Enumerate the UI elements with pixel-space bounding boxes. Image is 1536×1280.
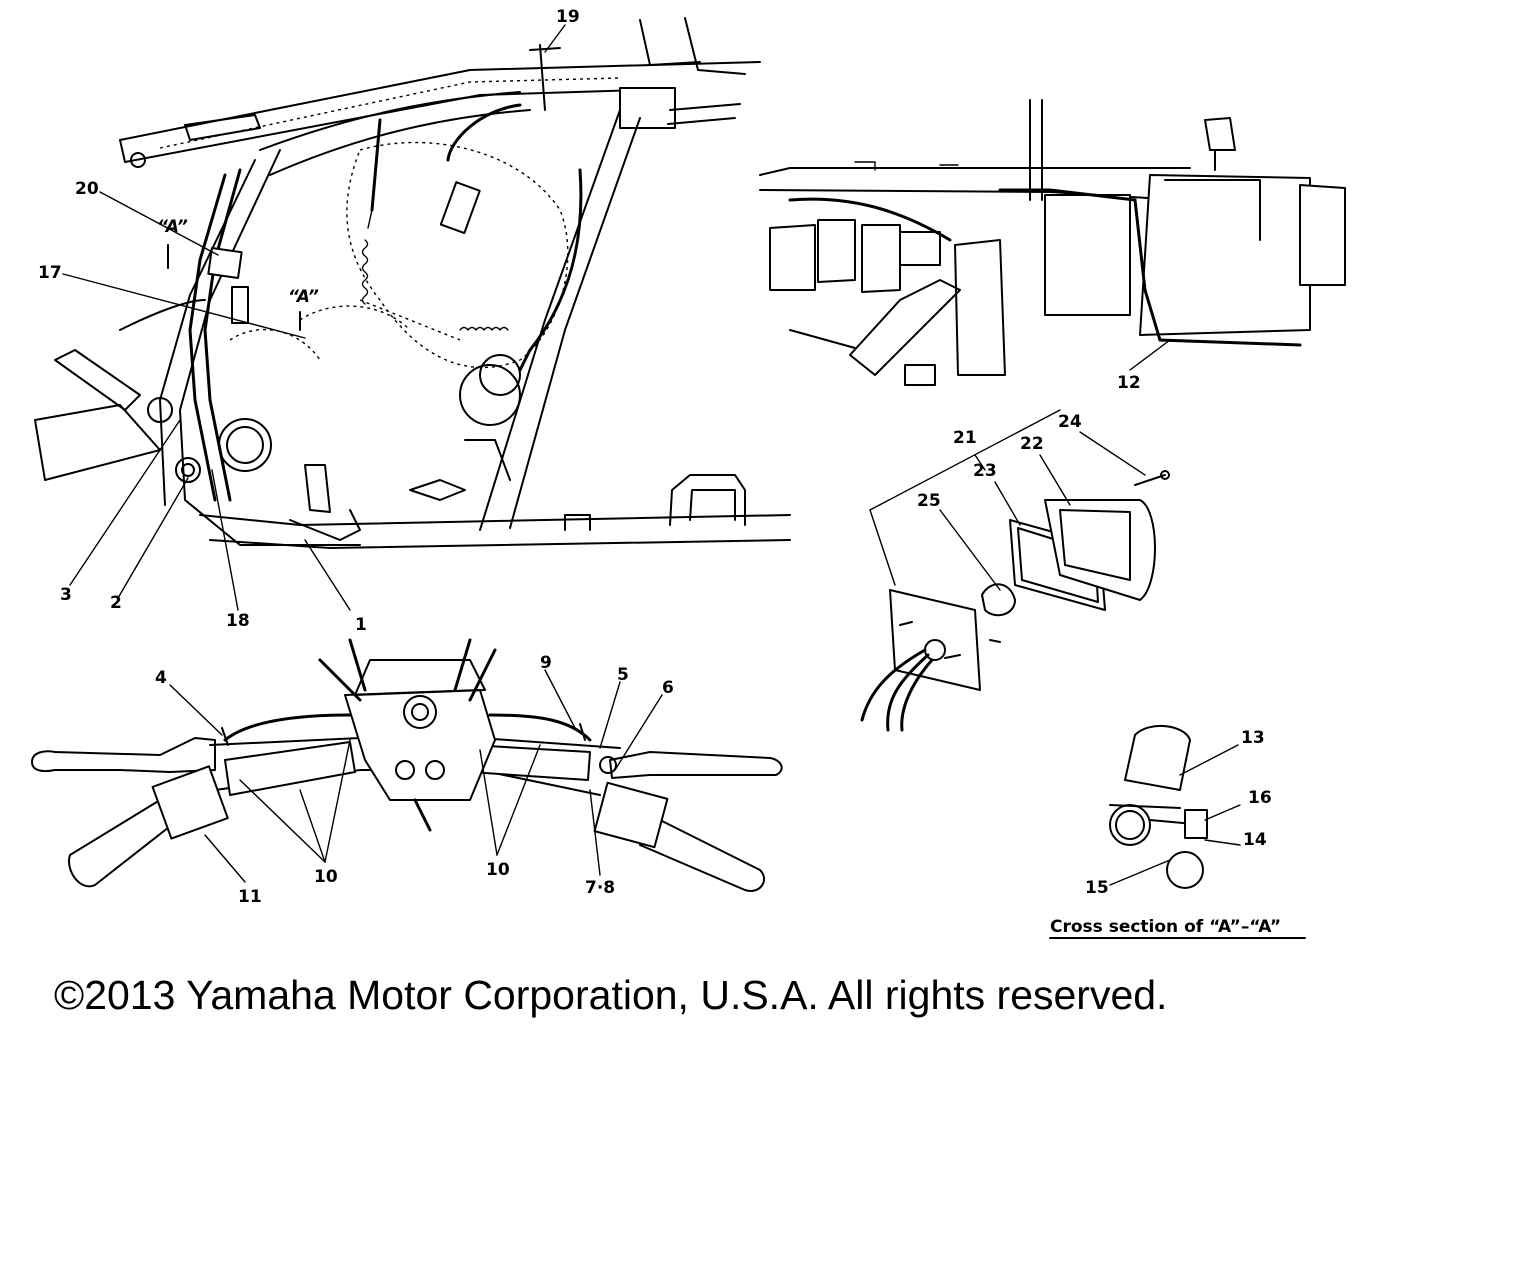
callout-18: 18 [226,611,250,631]
frame-leader-lines [62,24,566,611]
callout-25: 25 [917,491,941,511]
callout-12: 12 [1117,373,1141,393]
handlebar-leader-lines [169,669,663,883]
callout-1: 1 [355,615,367,635]
callout-3: 3 [60,585,72,605]
callout-14: 14 [1243,830,1267,850]
callout-16: 16 [1248,788,1272,808]
callout-22: 22 [1020,434,1044,454]
callout-17: 17 [38,263,62,283]
callout-10-left: 10 [314,867,338,887]
handlebar-view [31,638,783,892]
callout-24: 24 [1058,412,1082,432]
section-mark-a-lower: “A” [288,287,319,307]
section-mark-a-upper: “A” [157,217,188,237]
light-assembly-view [860,409,1170,732]
callout-labels: 1 2 3 4 5 6 7·8 9 10 10 11 12 13 14 15 1… [38,7,1272,907]
callout-5: 5 [617,665,629,685]
callout-21: 21 [953,428,977,448]
callout-2: 2 [110,593,122,613]
callout-15: 15 [1085,878,1109,898]
callout-11: 11 [238,887,262,907]
callout-19: 19 [556,7,580,27]
copyright-notice: ©2013 Yamaha Motor Corporation, U.S.A. A… [54,972,1168,1018]
callout-4: 4 [155,668,167,688]
callout-7-8: 7·8 [585,878,615,898]
callout-13: 13 [1241,728,1265,748]
callout-9: 9 [540,653,552,673]
callout-6: 6 [662,678,674,698]
electrical-box-view [759,99,1346,386]
callout-20: 20 [75,179,99,199]
callout-23: 23 [973,461,997,481]
cross-section-caption: Cross section of “A”–“A” [1050,917,1281,937]
callout-10-right: 10 [486,860,510,880]
frame-harness-view: “A” “A” [34,17,791,549]
cross-section-view: Cross section of “A”–“A” [1049,724,1306,939]
